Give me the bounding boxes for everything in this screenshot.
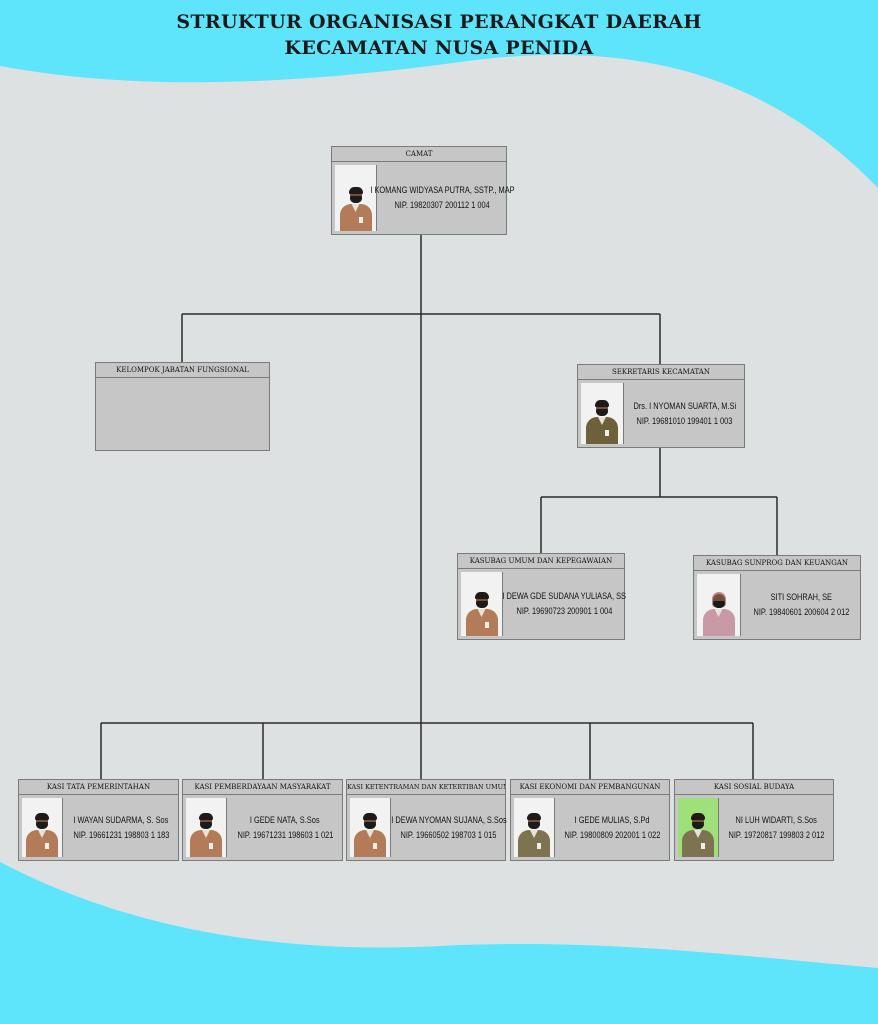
kasi-sosial-budaya-position: KASI SOSIAL BUDAYA <box>675 780 833 795</box>
kasi-pemberdayaan-position: KASI PEMBERDAYAAN MASYARAKAT <box>183 780 342 795</box>
kasi-pemerintahan-box: KASI TATA PEMERINTAHAN I WAYAN SUDARMA, … <box>18 779 179 861</box>
kasi-pemerintahan-position: KASI TATA PEMERINTAHAN <box>19 780 178 795</box>
person-photo-icon <box>681 813 715 857</box>
fungsional-box: KELOMPOK JABATAN FUNGSIONAL <box>95 362 270 451</box>
sekretaris-position: SEKRETARIS KECAMATAN <box>578 365 744 380</box>
kasi-pemerintahan-name: I WAYAN SUDARMA, S. Sos <box>73 814 169 826</box>
kasi-ekonomi-name: I GEDE MULIAS, S.Pd <box>575 814 650 826</box>
kasi-sosial-budaya-photo <box>678 798 719 857</box>
kasi-ketentraman-photo <box>350 798 391 857</box>
kasi-ketentraman-box: KASI KETENTRAMAN DAN KETERTIBAN UMUM I D… <box>346 779 506 861</box>
kasubag-umum-box: KASUBAG UMUM DAN KEPEGAWAIAN I DEWA GDE … <box>457 553 626 640</box>
kasi-ekonomi-nip: NIP. 19800809 202001 1 022 <box>564 829 661 841</box>
fungsional-position: KELOMPOK JABATAN FUNGSIONAL <box>96 363 269 378</box>
kasi-pemberdayaan-nip: NIP. 19671231 198603 1 021 <box>237 829 333 841</box>
kasi-pemberdayaan-photo <box>186 798 227 857</box>
camat-box: CAMAT I KOMANG WIDYASA PUTRA, SSTP., MAP… <box>331 146 514 235</box>
camat-position: CAMAT <box>332 147 506 162</box>
kasi-pemberdayaan-name: I GEDE NATA, S.Sos <box>250 814 320 826</box>
person-photo-icon <box>517 813 551 857</box>
kasubag-umum-nip: NIP. 19690723 200901 1 004 <box>516 606 612 617</box>
camat-photo <box>335 165 377 231</box>
kasi-ketentraman-name: I DEWA NYOMAN SUJANA, S.Sos <box>390 814 507 826</box>
kasubag-sunprog-name: SITI SOHRAH, SE <box>770 592 832 603</box>
camat-nip: NIP. 19820307 200112 1 004 <box>394 200 490 211</box>
person-photo-icon <box>189 813 223 857</box>
sekretaris-name: Drs. I NYOMAN SUARTA, M.Si <box>633 400 736 412</box>
kasubag-umum-photo <box>461 572 503 636</box>
person-photo-icon <box>702 592 736 636</box>
kasubag-sunprog-photo <box>697 574 741 636</box>
kasi-pemerintahan-photo <box>22 798 63 857</box>
kasubag-sunprog-position: KASUBAG SUNPROG DAN KEUANGAN <box>694 556 860 571</box>
kasubag-sunprog-nip: NIP. 19840601 200604 2 012 <box>753 607 849 618</box>
kasubag-umum-position: KASUBAG UMUM DAN KEPEGAWAIAN <box>458 554 624 569</box>
chart-title-line2: KECAMATAN NUSA PENIDA <box>284 37 594 59</box>
kasi-ekonomi-position: KASI EKONOMI DAN PEMBANGUNAN <box>511 780 669 795</box>
kasi-sosial-budaya-name: NI LUH WIDARTI, S.Sos <box>735 814 818 826</box>
kasi-pemberdayaan-box: KASI PEMBERDAYAAN MASYARAKAT I GEDE NATA… <box>182 779 343 861</box>
kasi-ekonomi-photo <box>514 798 555 857</box>
camat-name: I KOMANG WIDYASA PUTRA, SSTP., MAP <box>369 185 515 196</box>
kasi-ketentraman-position: KASI KETENTRAMAN DAN KETERTIBAN UMUM <box>347 780 505 795</box>
person-photo-icon <box>465 592 499 636</box>
kasubag-sunprog-box: KASUBAG SUNPROG DAN KEUANGAN SITI SOHRAH… <box>693 555 861 640</box>
person-photo-icon <box>353 813 387 857</box>
kasi-ekonomi-box: KASI EKONOMI DAN PEMBANGUNAN I GEDE MULI… <box>510 779 670 861</box>
kasi-sosial-budaya-box: KASI SOSIAL BUDAYA NI LUH WIDARTI, S.Sos… <box>674 779 834 861</box>
kasi-ketentraman-nip: NIP. 19660502 198703 1 015 <box>400 829 497 841</box>
person-photo-icon <box>585 400 619 444</box>
person-photo-icon <box>339 187 373 231</box>
chart-title-line1: STRUKTUR ORGANISASI PERANGKAT DAERAH <box>176 11 702 33</box>
kasi-pemerintahan-nip: NIP. 19661231 198803 1 183 <box>73 829 169 841</box>
sekretaris-nip: NIP. 19681010 199401 1 003 <box>636 415 733 427</box>
kasubag-umum-name: I DEWA GDE SUDANA YULIASA, SS <box>502 591 626 602</box>
person-photo-icon <box>25 813 59 857</box>
sekretaris-photo <box>581 383 624 444</box>
sekretaris-box: SEKRETARIS KECAMATAN Drs. I NYOMAN SUART… <box>577 364 745 448</box>
kasi-sosial-budaya-nip: NIP. 19720817 199803 2 012 <box>728 829 825 841</box>
